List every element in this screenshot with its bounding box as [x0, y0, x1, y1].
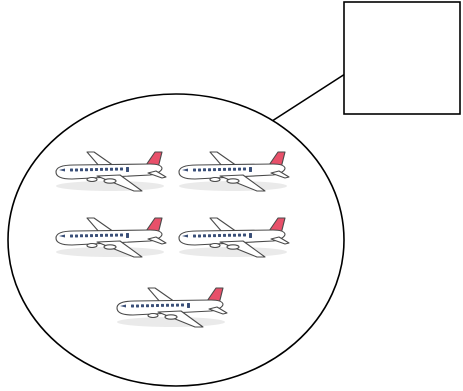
connector-line — [269, 74, 345, 123]
answer-box[interactable] — [344, 2, 460, 114]
